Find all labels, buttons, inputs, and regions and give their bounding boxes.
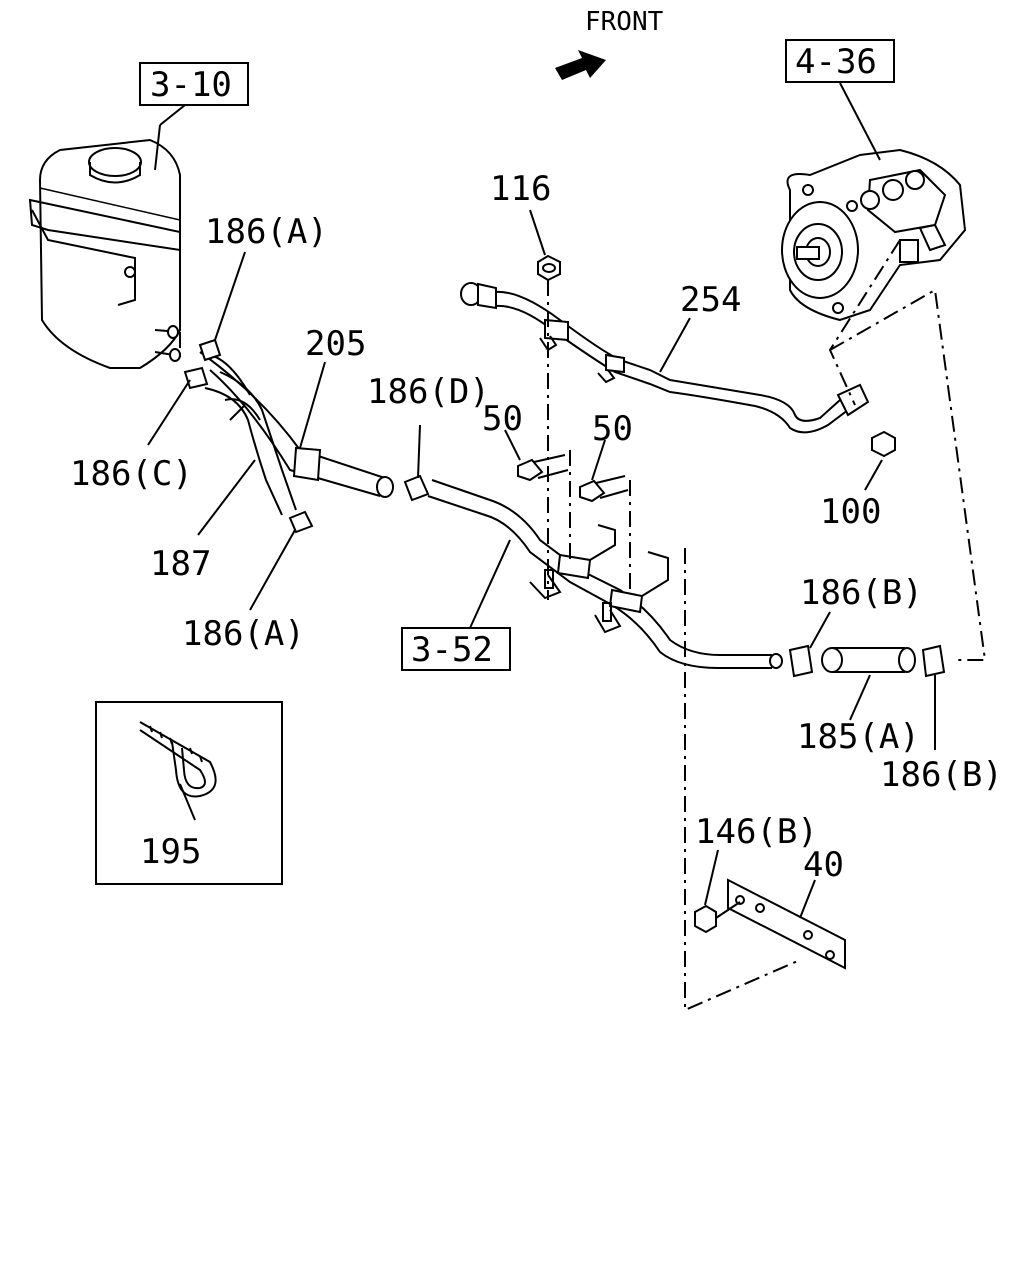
nut-146b <box>694 849 741 934</box>
bolt-50-left <box>504 429 569 482</box>
leader-186c <box>147 379 191 446</box>
ref-box-pump[interactable]: 4-36 <box>785 39 895 83</box>
front-label: FRONT <box>585 7 664 37</box>
leader-254 <box>659 317 691 373</box>
leader-186d <box>417 424 421 479</box>
label-205[interactable]: 205 <box>305 324 366 364</box>
label-186d[interactable]: 186(D) <box>367 372 490 412</box>
ref-box-tank[interactable]: 3-10 <box>139 62 249 106</box>
label-100[interactable]: 100 <box>820 492 881 532</box>
front-indicator: FRONT <box>555 7 664 80</box>
leader-186a-bottom <box>249 529 296 611</box>
ref-label-tank: 3-10 <box>150 65 232 105</box>
label-254[interactable]: 254 <box>680 280 741 320</box>
label-116[interactable]: 116 <box>490 169 551 209</box>
leader-3-52 <box>469 539 511 629</box>
bolt-50-right <box>579 439 629 503</box>
label-186a-bottom[interactable]: 186(A) <box>182 614 305 654</box>
label-187[interactable]: 187 <box>150 544 211 584</box>
leader-205 <box>299 361 326 449</box>
label-50-left[interactable]: 50 <box>482 399 523 439</box>
label-40[interactable]: 40 <box>803 845 844 885</box>
power-steering-pump <box>781 82 967 322</box>
leader-187 <box>197 459 256 536</box>
label-146b[interactable]: 146(B) <box>695 812 818 852</box>
nut-116 <box>529 209 561 282</box>
hose-185a <box>788 611 946 750</box>
label-186a-top[interactable]: 186(A) <box>205 212 328 252</box>
label-186b-top[interactable]: 186(B) <box>800 573 923 613</box>
ref-label-pipe: 3-52 <box>411 630 493 670</box>
reservoir-tank <box>28 104 186 369</box>
label-50-right[interactable]: 50 <box>592 409 633 449</box>
label-186b-bottom[interactable]: 186(B) <box>880 755 1003 795</box>
pipe-254 <box>460 282 870 434</box>
label-186c[interactable]: 186(C) <box>70 454 193 494</box>
leader-186a-top <box>214 251 246 341</box>
bracket-40 <box>727 878 846 970</box>
nut-100 <box>864 430 896 491</box>
hoses-left <box>167 325 430 534</box>
label-185a[interactable]: 185(A) <box>797 717 920 757</box>
front-arrow-icon <box>555 50 606 80</box>
ref-label-pump: 4-36 <box>795 42 877 82</box>
ref-box-pipe[interactable]: 3-52 <box>401 627 511 671</box>
cable-tie-inset[interactable] <box>95 701 283 885</box>
label-195[interactable]: 195 <box>140 832 201 872</box>
